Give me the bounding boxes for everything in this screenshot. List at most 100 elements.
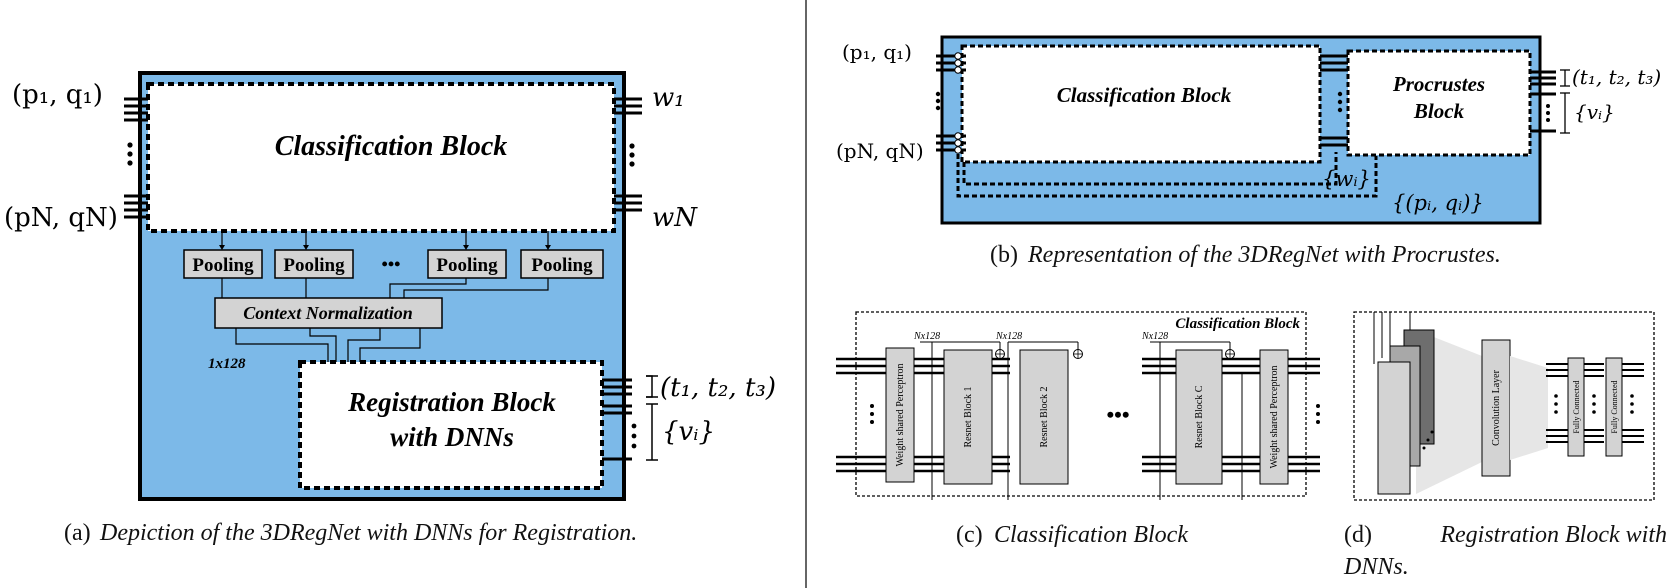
convolution-layer-box xyxy=(1481,339,1511,477)
context-normalization-box xyxy=(214,297,443,329)
panel-c-frame xyxy=(855,311,1307,497)
pairs-feedback-path xyxy=(956,138,1378,198)
input-ticks-bottom-a xyxy=(124,194,148,219)
block-weight-shared-left xyxy=(885,347,915,483)
fc-dots xyxy=(1554,394,1634,414)
pooling-label-4: Pooling xyxy=(531,255,593,276)
size-label-c-1: Nx128 xyxy=(913,331,940,342)
input-first-label-a: (p₁, q₁) xyxy=(12,80,103,110)
registration-block-a xyxy=(298,360,604,490)
input-dots-b xyxy=(935,91,941,111)
skip-connections xyxy=(920,341,1243,500)
weights-label-b: {wᵢ} xyxy=(1322,167,1371,191)
caption-d-prefix: (d) xyxy=(1344,522,1372,548)
feature-map-dots xyxy=(1422,430,1434,450)
caption-d-line1: Registration Block with xyxy=(1439,522,1667,548)
input-first-label-b: (p₁, q₁) xyxy=(842,40,912,64)
pooling-box-3 xyxy=(427,249,507,279)
panel-d: Convolution Layer Fully Connected Fully … xyxy=(1343,311,1667,580)
size-label-c-2: Nx128 xyxy=(995,331,1022,342)
weight-first-label-a: w₁ xyxy=(652,83,685,113)
middle-dots-b xyxy=(1337,91,1343,113)
panel-c: Classification Block ••• xyxy=(836,311,1320,548)
classification-block-b-title: Classification Block xyxy=(1057,83,1232,107)
block-resnet-c xyxy=(1175,349,1223,485)
caption-b-prefix: (b) xyxy=(990,242,1018,268)
panel-c-blocks: Weight shared Perceptron Resnet Block 1 … xyxy=(885,347,1289,485)
caption-c-text: Classification Block xyxy=(994,522,1188,548)
input-junctions-b xyxy=(954,52,962,154)
output-t-label-b: (t₁, t₂, t₃) xyxy=(1572,65,1661,89)
block-resnet-2 xyxy=(1019,349,1069,485)
block-resnet-2-label: Resnet Block 2 xyxy=(1039,386,1050,447)
output-brackets-b xyxy=(1560,69,1570,134)
size-label-a: 1x128 xyxy=(208,356,246,372)
panel-a: Classification Block (p₁, q₁) (pN, qN) w… xyxy=(4,71,776,546)
output-v-label-b: {vᵢ} xyxy=(1574,100,1615,124)
fully-connected-label-2: Fully Connected xyxy=(1610,380,1619,433)
feature-map-front xyxy=(1377,361,1411,495)
caption-b-text: Representation of the 3DRegNet with Proc… xyxy=(1027,242,1501,268)
panel-b: Classification Block Procrustes Block xyxy=(836,35,1661,268)
output-dots-a xyxy=(631,423,637,449)
weight-ticks-top-a xyxy=(614,97,642,115)
panel-d-frame xyxy=(1353,311,1655,501)
output-t-label-a: (t₁, t₂, t₃) xyxy=(660,373,776,403)
fully-connected-label-1: Fully Connected xyxy=(1572,380,1581,433)
input-ticks-top-a xyxy=(124,97,148,122)
caption-c-prefix: (c) xyxy=(956,522,983,548)
block-weight-shared-left-label: Weight shared Perceptron xyxy=(895,363,906,466)
pooling-box-4 xyxy=(520,249,604,279)
classification-block-a-title: Classification Block xyxy=(275,131,508,162)
size-label-c-3: Nx128 xyxy=(1141,331,1168,342)
classification-block-a xyxy=(146,82,616,233)
fully-connected-box-1 xyxy=(1567,357,1585,457)
block-weight-shared-right xyxy=(1259,349,1289,485)
output-ticks-b xyxy=(1530,70,1556,133)
block-resnet-1-label: Resnet Block 1 xyxy=(963,386,974,447)
classification-block-b xyxy=(960,44,1322,164)
middle-ticks-b xyxy=(1320,54,1348,147)
pooling-to-context-lines xyxy=(221,278,549,298)
pooling-box-2 xyxy=(274,249,354,279)
pooling-ellipsis: ••• xyxy=(382,254,401,274)
output-dots-b xyxy=(1546,104,1550,122)
weight-dots-a xyxy=(629,143,635,167)
output-v-label-a: {vᵢ} xyxy=(662,417,715,447)
convolution-layer-label: Convolution Layer xyxy=(1491,369,1502,445)
panel-c-dots xyxy=(870,404,1320,424)
procrustes-block xyxy=(1346,49,1532,157)
context-to-registration-lines xyxy=(235,328,421,362)
pooling-boxes: Pooling Pooling ••• Pooling Pooling xyxy=(183,249,604,279)
output-ticks-a xyxy=(602,378,632,461)
fully-connected-box-2 xyxy=(1605,357,1623,457)
pairs-label-b: {(pᵢ, qᵢ)} xyxy=(1392,191,1484,215)
block-weight-shared-right-label: Weight shared Perceptron xyxy=(1269,365,1280,468)
block-resnet-1 xyxy=(943,349,993,485)
pooling-label-1: Pooling xyxy=(192,255,254,276)
input-last-label-a: (pN, qN) xyxy=(4,203,118,233)
caption-a-text: Depiction of the 3DRegNet with DNNs for … xyxy=(99,520,637,546)
registration-block-line1: Registration Block xyxy=(347,387,556,417)
fc-cone xyxy=(1510,356,1548,460)
pooling-box-1 xyxy=(183,249,263,279)
block-resnet-c-label: Resnet Block C xyxy=(1194,385,1205,448)
caption-a-prefix: (a) xyxy=(64,520,91,546)
weights-feedback-path xyxy=(962,152,1338,186)
context-normalization-label: Context Normalization xyxy=(243,303,413,323)
panel-c-frame-title: Classification Block xyxy=(1175,316,1300,332)
pooling-label-3: Pooling xyxy=(436,255,498,276)
weight-ticks-bottom-a xyxy=(614,194,642,212)
caption-d-line2: DNNs. xyxy=(1343,554,1409,580)
weight-last-label-a: wN xyxy=(652,203,698,233)
procrustes-line1: Procrustes xyxy=(1392,72,1485,96)
procrustes-line2: Block xyxy=(1413,99,1465,123)
pooling-arrow-heads xyxy=(219,245,551,250)
sum-node-plus xyxy=(996,350,1234,358)
registration-block-line2: with DNNs xyxy=(390,422,514,452)
pooling-label-2: Pooling xyxy=(283,255,345,276)
fc-lines xyxy=(1546,363,1644,443)
panel-c-ellipsis: ••• xyxy=(1106,402,1129,427)
input-dots-a xyxy=(127,142,133,166)
